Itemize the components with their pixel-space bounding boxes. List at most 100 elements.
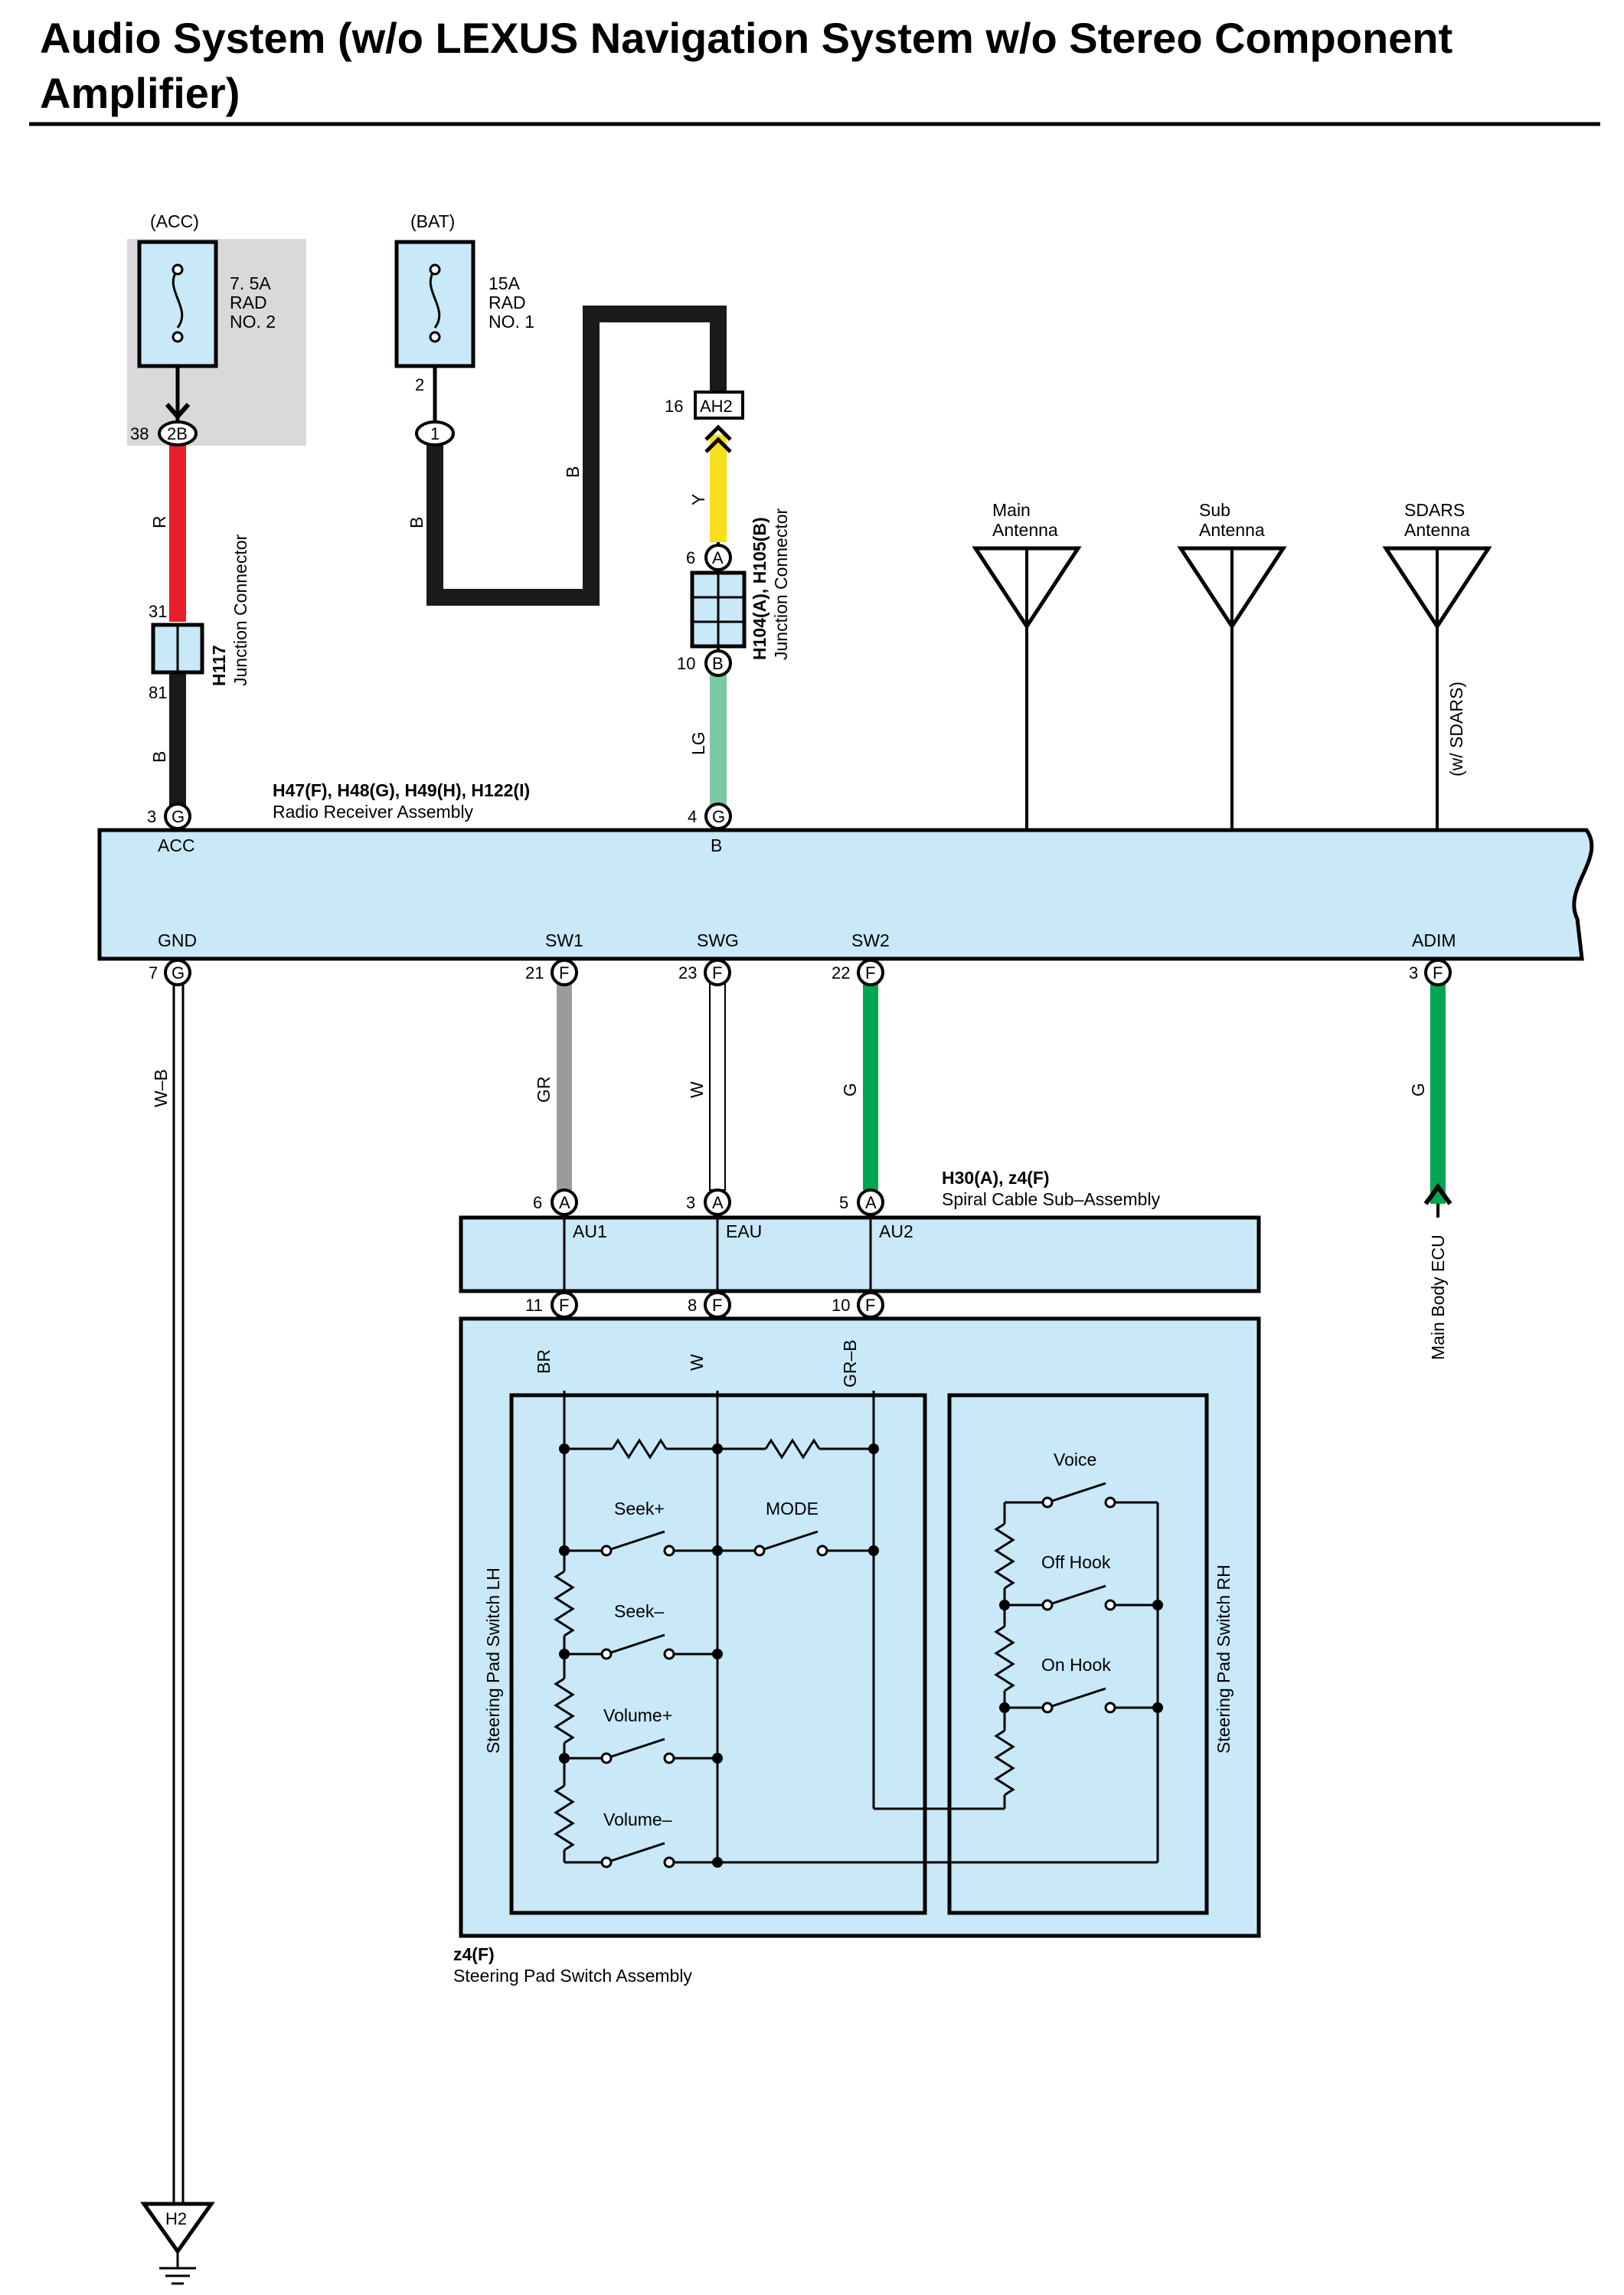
h104-name: Junction Connector xyxy=(771,508,791,660)
pin-letter-b-h105: B xyxy=(712,654,724,673)
bat-supply-label: (BAT) xyxy=(410,211,455,231)
steering-pad-switch-assembly xyxy=(459,1316,1261,1938)
connector-arrow-icon xyxy=(165,403,191,420)
pin-circles xyxy=(158,420,1452,1319)
pin-num-2: 2 xyxy=(415,375,424,394)
sub-antenna-label-2: Antenna xyxy=(1199,520,1265,540)
pin-letter-a-eau: A xyxy=(712,1193,724,1212)
fuse-terminal-dot xyxy=(172,263,184,276)
spiral-name: Spiral Cable Sub–Assembly xyxy=(942,1189,1161,1209)
ground-h2-icon xyxy=(140,2202,215,2285)
pin-num-11: 11 xyxy=(525,1296,543,1315)
ground-label: H2 xyxy=(165,2209,187,2228)
pin-letter-f-8: F xyxy=(712,1296,722,1315)
lh-circuit-nodes xyxy=(559,1443,879,1868)
terminal-acc: ACC xyxy=(158,835,195,855)
wire-label-br: BR xyxy=(534,1349,554,1374)
switch-seek-down: Seek– xyxy=(614,1601,664,1621)
pin-letter-f-adim: F xyxy=(1433,963,1443,982)
pad-code: z4(F) xyxy=(453,1944,495,1964)
pin-letter-a-au1: A xyxy=(559,1193,570,1212)
sdars-note: (w/ SDARS) xyxy=(1446,682,1466,776)
sdars-antenna-label-1: SDARS xyxy=(1404,500,1465,520)
pin-letter-f-sw2: F xyxy=(865,963,875,982)
wire-label-b-loop-right: B xyxy=(563,466,583,478)
rad-no2-name-line1: RAD xyxy=(230,293,267,312)
wire-label-lg: LG xyxy=(688,731,708,755)
ah2-connector xyxy=(694,391,744,420)
rad-no2-fuse xyxy=(137,240,218,368)
wire-b-h117 xyxy=(169,672,186,816)
radio-receiver-assembly xyxy=(97,828,1594,961)
connector-arrow-icon xyxy=(704,424,732,453)
pin-num-16: 16 xyxy=(665,397,683,416)
terminal-swg: SWG xyxy=(697,930,739,950)
pin-num-81: 81 xyxy=(149,683,167,702)
pin-num-3-adim: 3 xyxy=(1409,963,1418,982)
fuse-terminal-dot xyxy=(429,331,441,343)
switch-vol-down: Volume– xyxy=(603,1810,672,1829)
pin-num-38: 38 xyxy=(130,424,149,443)
pin-letter-2b: 2B xyxy=(167,424,188,443)
rad-no1-name-line1: RAD xyxy=(489,293,526,312)
pin-num-3-eau: 3 xyxy=(686,1193,695,1212)
terminal-adim: ADIM xyxy=(1412,930,1456,950)
wire-lg-fill xyxy=(710,674,727,809)
switch-voice: Voice xyxy=(1054,1450,1096,1470)
rad-no1-fuse-element-icon xyxy=(429,269,441,329)
wire-gr-fill xyxy=(557,983,572,1190)
fuse-terminal-dot xyxy=(172,331,184,343)
wire-label-b-h117: B xyxy=(149,751,169,763)
pin-num-7-gnd: 7 xyxy=(149,963,158,982)
wire-label-w-swg: W xyxy=(687,1081,707,1098)
sdars-antenna-icon xyxy=(1382,546,1492,830)
page-title: Audio System (w/o LEXUS Navigation Syste… xyxy=(40,14,1453,117)
terminal-b: B xyxy=(711,835,722,855)
main-antenna-icon xyxy=(972,546,1082,830)
pin-num-23-swg: 23 xyxy=(678,963,697,982)
wire-label-r: R xyxy=(149,515,169,528)
terminal-gnd: GND xyxy=(158,930,197,950)
rad-no2-rating: 7. 5A xyxy=(230,273,271,293)
pin-num-3-acc: 3 xyxy=(147,807,156,826)
pin-letter-f-swg: F xyxy=(712,963,722,982)
pin-num-8: 8 xyxy=(688,1296,697,1315)
wire-r-fill xyxy=(169,444,186,622)
switch-seek-up: Seek+ xyxy=(614,1499,665,1519)
rad-no2-name-line2: NO. 2 xyxy=(230,312,276,332)
lh-switch-contacts xyxy=(600,1545,828,1868)
main-body-ecu-label: Main Body ECU xyxy=(1428,1234,1448,1360)
wire-b-loop xyxy=(426,306,727,606)
spiral-code: H30(A), z4(F) xyxy=(942,1168,1050,1188)
wire-label-wb: W–B xyxy=(151,1069,171,1107)
h117-code: H117 xyxy=(209,645,229,686)
wire-y-fill xyxy=(710,435,727,542)
pad-rh-label: Steering Pad Switch RH xyxy=(1214,1564,1234,1754)
pin-letter-g-b: G xyxy=(712,807,725,826)
fuse-terminal-dot xyxy=(429,263,441,276)
wire-g-adim xyxy=(1430,983,1446,1204)
main-antenna-label-1: Main xyxy=(992,500,1031,520)
terminal-au2: AU2 xyxy=(879,1221,913,1241)
sdars-antenna-label-2: Antenna xyxy=(1404,520,1470,540)
pin-num-6-h104: 6 xyxy=(686,548,695,567)
pin-letter-g-gnd: G xyxy=(172,963,185,982)
wire-label-g-adim: G xyxy=(1408,1083,1428,1097)
radio-name: Radio Receiver Assembly xyxy=(273,802,474,822)
pin-letter-g-acc: G xyxy=(172,807,185,826)
switch-off-hook: Off Hook xyxy=(1041,1552,1111,1572)
terminal-sw1: SW1 xyxy=(545,930,583,950)
wire-label-gr: GR xyxy=(534,1077,554,1103)
lh-circuit xyxy=(554,1391,1158,1864)
terminal-sw2: SW2 xyxy=(851,930,890,950)
pin-letter-1: 1 xyxy=(430,424,439,443)
radio-code: H47(F), H48(G), H49(H), H122(I) xyxy=(273,780,530,800)
wire-label-y: Y xyxy=(688,494,708,505)
switch-mode: MODE xyxy=(766,1499,819,1519)
wire-label-g-sw2: G xyxy=(840,1083,860,1097)
pin-num-10-pad: 10 xyxy=(832,1296,850,1315)
wire-label-b-loop-left: B xyxy=(407,517,426,528)
rad-no1-rating: 15A xyxy=(489,273,521,293)
pin-letter-a-h104: A xyxy=(712,548,724,567)
